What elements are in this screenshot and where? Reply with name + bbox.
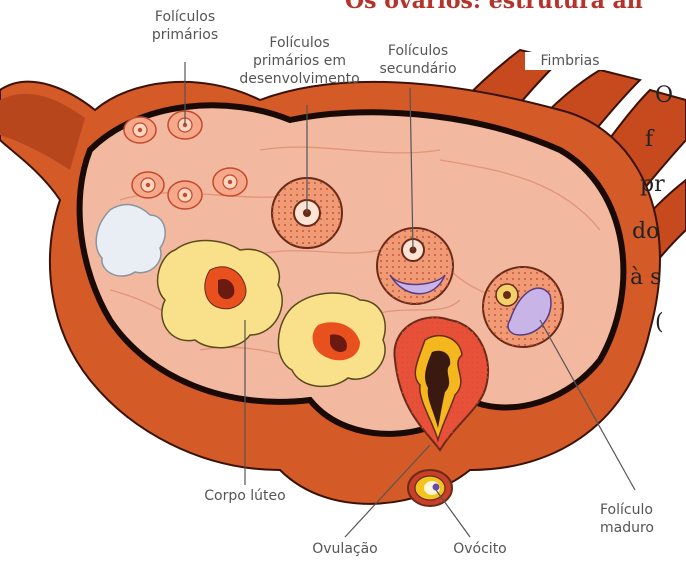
corpus-albicans (96, 205, 165, 276)
corpus-luteum-large (158, 241, 283, 348)
side-text-line-2: f (645, 120, 653, 160)
label-primary-follicles: Folículos primários (140, 8, 230, 44)
label-ovulation: Ovulação (290, 540, 400, 558)
label-ovocyte: Ovócito (435, 540, 525, 558)
label-developing-follicles: Folículos primários em desenvolvimento (232, 34, 367, 88)
label-secondary-follicle: Folículos secundário (368, 42, 468, 78)
label-fimbriae: Fimbrias (525, 52, 615, 70)
corpus-luteum-small (278, 293, 385, 386)
mature-follicle (483, 267, 563, 347)
side-text-line-6: ( (655, 303, 664, 343)
secondary-follicle (377, 228, 453, 304)
side-text-line-3: pr (640, 165, 665, 205)
side-text-line-5: à s (630, 258, 661, 298)
label-mature-follicle: Folículo maduro (600, 501, 686, 537)
side-text-line-4: do (632, 212, 659, 252)
ovocyte (408, 470, 452, 506)
side-text-line-1: O (655, 76, 673, 116)
label-corpus-luteum: Corpo lúteo (175, 487, 315, 505)
